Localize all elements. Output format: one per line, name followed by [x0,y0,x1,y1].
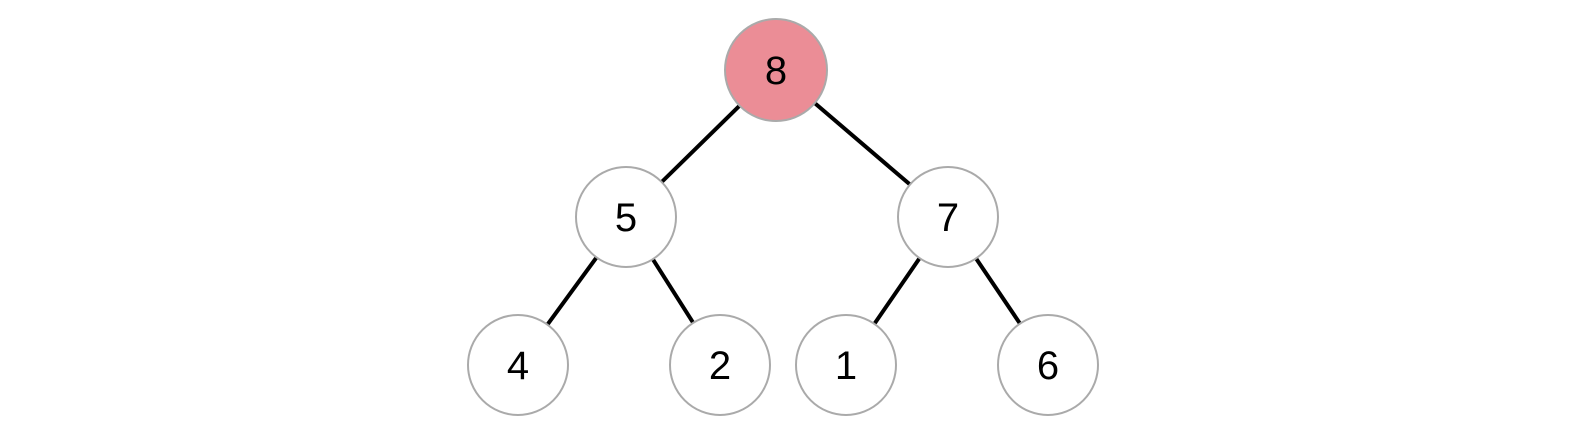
tree-node-circle[interactable] [795,314,897,416]
tree-node-label: 1 [835,344,857,388]
tree-node-label: 7 [937,196,959,240]
tree-node-label: 2 [709,344,731,388]
tree-edge [545,256,599,326]
tree-edge [974,257,1022,325]
tree-edge [872,257,922,325]
tree-node-label: 6 [1037,344,1059,388]
tree-node[interactable]: 5 [575,166,677,268]
tree-node-circle[interactable] [575,166,677,268]
tree-node-label: 4 [507,344,529,388]
tree-node-label: 5 [615,196,637,240]
tree-node[interactable]: 6 [997,314,1099,416]
tree-node-circle[interactable] [669,314,771,416]
tree-node[interactable]: 7 [897,166,999,268]
tree-node[interactable]: 1 [795,314,897,416]
tree-edge [660,104,741,184]
tree-node[interactable]: 8 [724,18,828,122]
tree-edge [651,258,695,324]
tree-node-circle-highlighted[interactable] [724,18,828,122]
tree-nodes-layer: 8 5 7 4 2 1 6 [467,18,1099,416]
tree-node-circle[interactable] [897,166,999,268]
tree-node-label: 8 [765,49,787,93]
tree-node[interactable]: 4 [467,314,569,416]
tree-edges-layer [545,101,1022,326]
tree-node-circle[interactable] [467,314,569,416]
tree-node-circle[interactable] [997,314,1099,416]
tree-edge [813,101,912,187]
tree-node[interactable]: 2 [669,314,771,416]
